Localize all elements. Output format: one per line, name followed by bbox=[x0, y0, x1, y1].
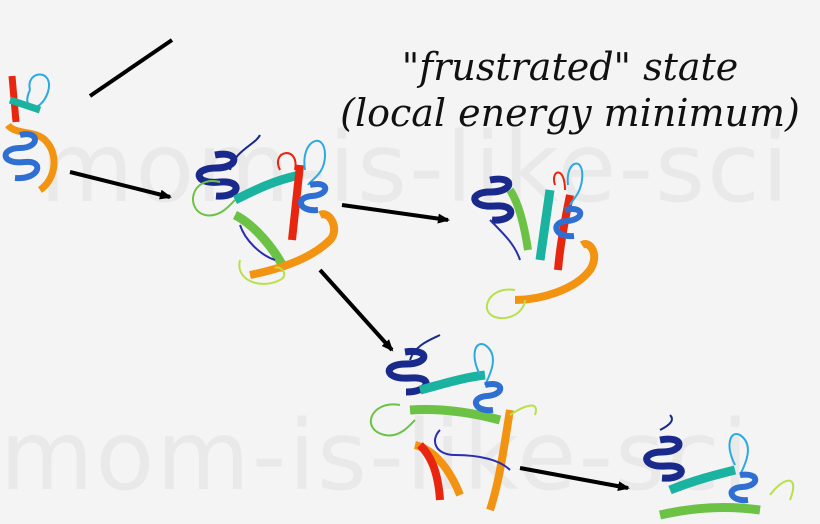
protein-structure-icon bbox=[2, 73, 58, 193]
arrow-icon bbox=[69, 170, 172, 200]
frustrated-state-subtitle: (local energy minimum) bbox=[340, 91, 800, 135]
arrow-icon bbox=[88, 38, 174, 98]
protein-structure-icon bbox=[192, 134, 339, 285]
protein-structure-icon bbox=[643, 414, 795, 520]
arrow-icon bbox=[318, 268, 394, 352]
frustrated-state-label: "frustrated" state (local energy minimum… bbox=[330, 44, 810, 136]
frustrated-state-title: "frustrated" state bbox=[401, 45, 739, 89]
arrow-icon bbox=[519, 466, 630, 492]
protein-structure-icon bbox=[471, 162, 599, 320]
arrow-icon bbox=[341, 203, 450, 224]
protein-structure-icon bbox=[369, 334, 537, 512]
